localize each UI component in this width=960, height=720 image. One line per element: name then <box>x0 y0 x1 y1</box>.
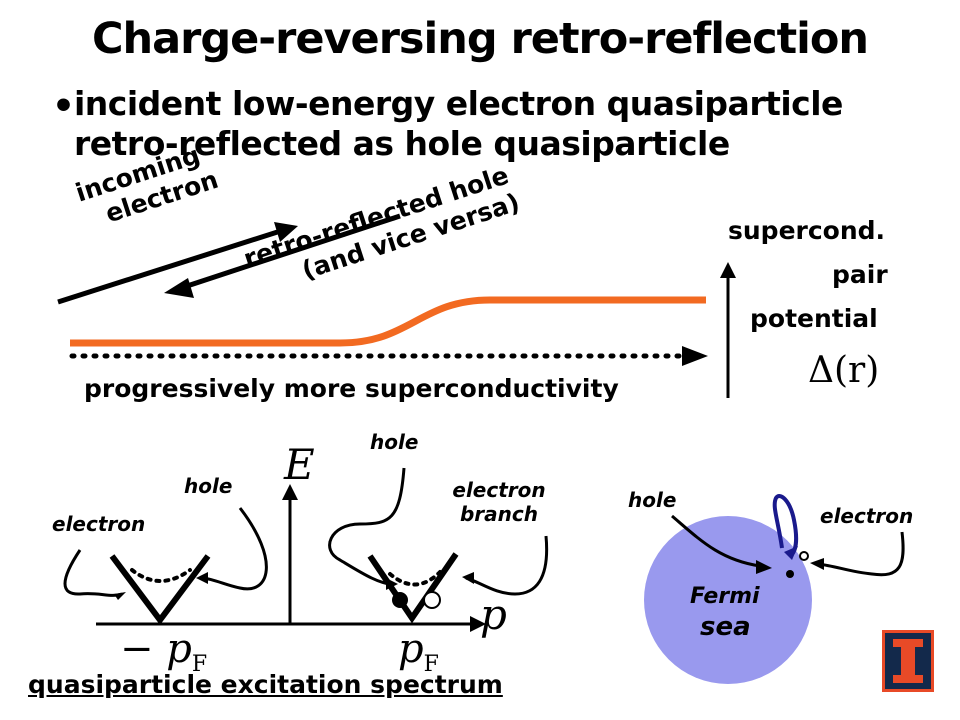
pos-fermi-momentum: pF <box>398 626 439 677</box>
incoming-arrowhead <box>274 222 298 242</box>
fermi-electron-label: electron <box>820 504 914 528</box>
momentum-axis-label: p <box>480 590 507 639</box>
hole-pointer-top <box>328 467 406 586</box>
hole-label-left: hole <box>184 474 233 498</box>
retro-hole-arrow <box>177 213 401 292</box>
potential-label-3: potential <box>750 304 878 333</box>
fermi-sea-circle <box>644 516 812 684</box>
momentum-axis-arrowhead <box>470 616 486 632</box>
potential-label-2: pair <box>832 260 888 289</box>
potential-label-1: supercond. <box>728 216 886 245</box>
fermi-hole-label: hole <box>628 488 677 512</box>
electron-pointer-head <box>114 592 126 600</box>
fermi-sea-label-1: Fermi <box>690 584 760 609</box>
pos-pf-text: p <box>398 626 424 672</box>
electron-label: electron <box>52 512 146 536</box>
blue-loop-arrowhead <box>784 546 798 560</box>
university-logo <box>882 630 934 692</box>
energy-axis-arrowhead <box>282 484 298 500</box>
hole-dot <box>423 591 441 609</box>
right-v-branch <box>367 552 459 624</box>
neg-fermi-momentum: − pF <box>120 626 207 677</box>
energy-axis-label: E <box>284 440 315 489</box>
electron-branch-line1: electron <box>452 478 546 502</box>
potential-axis-arrowhead <box>720 262 736 278</box>
electron-branch-pointer <box>465 535 549 596</box>
hole-pointer-top-head <box>386 578 398 590</box>
pos-pf-subscript: F <box>423 652 439 677</box>
bullet-line-1: incident low-energy electron quasipartic… <box>74 84 843 123</box>
fermi-hole-pointer-head <box>756 560 772 574</box>
electron-dot <box>392 592 408 608</box>
delta-symbol: Δ(r) <box>808 350 880 391</box>
axis-caption: progressively more superconductivity <box>84 374 619 403</box>
electron-pointer <box>63 549 123 597</box>
hole-label-top: hole <box>370 430 419 454</box>
hole-pointer-left-head <box>196 572 208 584</box>
fermi-hole-dot <box>786 570 794 578</box>
retro-arrowhead <box>164 278 194 298</box>
electron-branch-line2: branch <box>459 502 538 526</box>
neg-pf-text: − p <box>120 626 192 672</box>
spectrum-caption: quasiparticle excitation spectrum <box>28 670 503 699</box>
blue-loop-arrow <box>772 494 799 558</box>
left-v-branch <box>109 554 211 625</box>
fermi-sea-label-2: sea <box>700 612 751 642</box>
right-v-dotted <box>388 570 442 587</box>
pair-potential-curve <box>70 296 706 347</box>
electron-branch-label: electron branch <box>444 478 554 526</box>
electron-branch-pointer-head <box>462 572 474 584</box>
hole-pointer-left <box>199 507 268 591</box>
fermi-electron-pointer-head <box>810 558 824 570</box>
incoming-electron-arrow <box>57 225 291 305</box>
left-v-dotted <box>130 568 192 583</box>
logo-emblem <box>893 639 923 683</box>
position-axis-arrowhead <box>682 346 708 366</box>
fermi-hole-pointer <box>671 514 761 568</box>
slide-title: Charge-reversing retro-reflection <box>91 14 869 64</box>
fermi-electron-dot <box>799 551 809 561</box>
bullet-line-2: retro-reflected as hole quasiparticle <box>74 124 730 163</box>
bullet-marker: • <box>52 86 76 127</box>
fermi-electron-pointer <box>817 531 905 577</box>
neg-pf-subscript: F <box>191 652 208 677</box>
